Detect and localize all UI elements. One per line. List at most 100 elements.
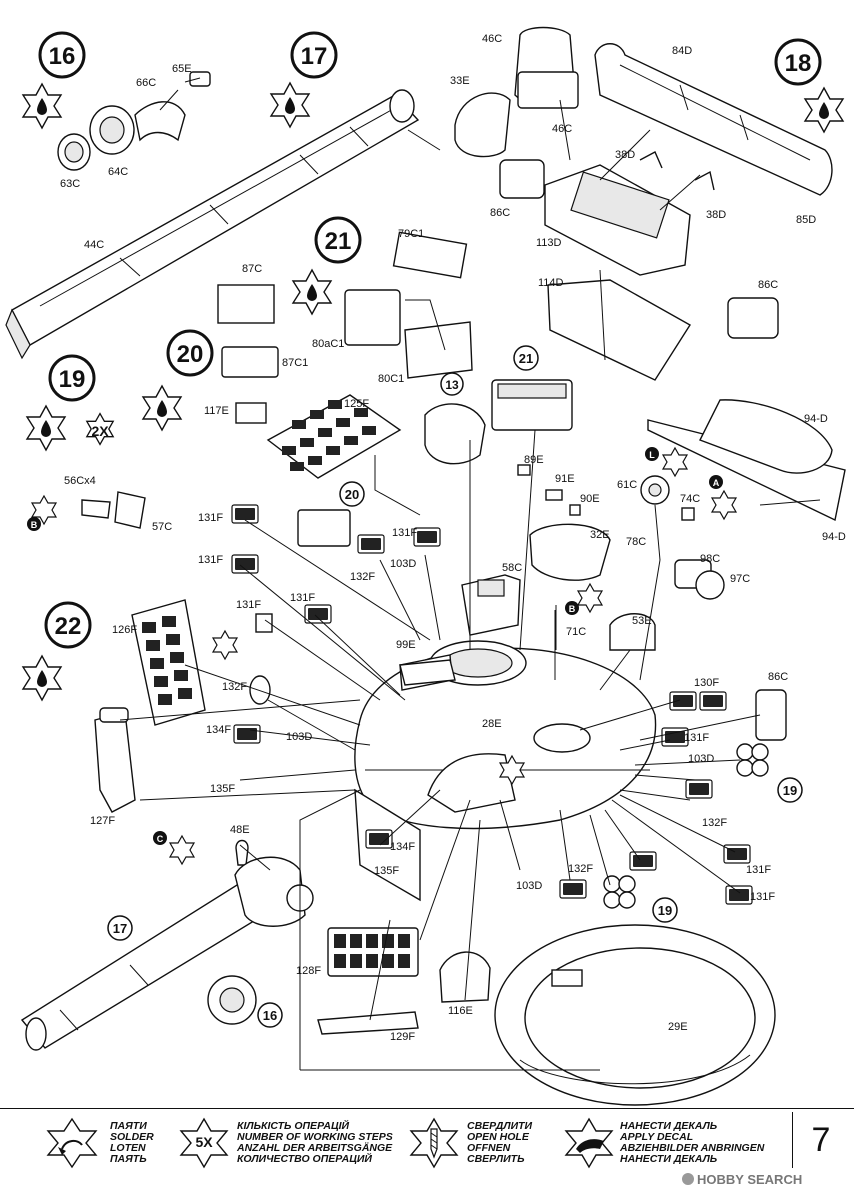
legend-hole: СВЕРДЛИТИ OPEN HOLE OFFNEN СВЕРЛИТЬ: [405, 1115, 550, 1175]
legend-decal-ru: НАНЕСТИ ДЕКАЛЬ: [620, 1153, 718, 1165]
steps-count-icon: [179, 1117, 229, 1169]
step-19-number: 19: [59, 366, 86, 393]
label-86c-a: 86C: [490, 207, 510, 219]
callout-20: 20: [339, 481, 365, 507]
svg-text:13: 13: [445, 378, 459, 392]
label-134f-a: 134F: [206, 724, 231, 736]
svg-text:C: C: [157, 834, 164, 844]
small-parts: [81, 491, 787, 1003]
legend-hole-en: OPEN HOLE: [467, 1131, 529, 1143]
label-91e: 91E: [555, 473, 575, 485]
main-gun-barrel: [20, 856, 314, 1051]
label-80ac1: 80aC1: [312, 338, 344, 350]
label-131f-d: 131F: [290, 592, 315, 604]
legend-solder-uk: ПАЯТИ: [110, 1120, 147, 1132]
label-79c1: 79C1: [398, 228, 424, 240]
label-114d: 114D: [538, 277, 564, 289]
part-labels: 46C 46C 33E 84D 85D 38D 38D 86C 113D 114…: [60, 33, 846, 1043]
label-46c-top: 46C: [482, 33, 502, 45]
parts-right-mid: [461, 464, 725, 651]
callout-19-bottom: 19: [652, 897, 678, 923]
badge-a: A: [709, 475, 737, 520]
label-131f-a: 131F: [198, 512, 223, 524]
svg-text:19: 19: [658, 903, 672, 918]
legend-solder-ru: ПАЯТЬ: [110, 1153, 147, 1165]
parts-step-16: [57, 71, 211, 171]
callout-16: 16: [257, 1002, 283, 1028]
label-132f-c: 132F: [702, 817, 727, 829]
badge-l: L: [645, 447, 688, 477]
parts-step-18: [454, 26, 846, 522]
label-64c: 64C: [108, 166, 128, 178]
solder-icon: [46, 1117, 98, 1169]
callout-17: 17: [107, 915, 133, 941]
label-33e: 33E: [450, 75, 470, 87]
label-85d: 85D: [796, 214, 816, 226]
part-126f-grid: [131, 599, 206, 726]
barrel-44c: [5, 89, 420, 360]
label-131f-e: 131F: [392, 527, 417, 539]
legend-hole-de: OFFNEN: [467, 1142, 511, 1154]
label-128f: 128F: [296, 965, 321, 977]
legend-decal-en: APPLY DECAL: [620, 1131, 694, 1143]
step-21-number: 21: [325, 228, 352, 255]
step-17-badge: 17: [270, 31, 338, 128]
label-125f: 125F: [344, 398, 369, 410]
label-53e: 53E: [632, 615, 652, 627]
label-132f-b: 132F: [222, 681, 247, 693]
label-89e: 89E: [524, 454, 544, 466]
label-131f-c: 131F: [236, 599, 261, 611]
turret-body: [354, 640, 657, 902]
label-130f: 130F: [694, 677, 719, 689]
step-18-number: 18: [785, 50, 812, 77]
step-19-badge: 19 2X: [26, 354, 114, 451]
label-113d: 113D: [536, 237, 562, 249]
svg-text:B: B: [31, 520, 38, 530]
label-87c1: 87C1: [282, 357, 308, 369]
legend-steps-count: 5X: [195, 1134, 213, 1150]
turret-ring-29e: [494, 924, 776, 1106]
label-103d-a: 103D: [390, 558, 416, 570]
label-135f-a: 135F: [210, 783, 235, 795]
leader-lines: [119, 99, 821, 1071]
label-131f-b: 131F: [198, 554, 223, 566]
label-46c-bottom: 46C: [552, 123, 572, 135]
watermark-logo-icon: [682, 1173, 694, 1185]
parts-step-21-20: [217, 231, 573, 465]
label-56cx4: 56Cx4: [64, 475, 96, 487]
watermark-text: HOBBY SEARCH: [697, 1172, 803, 1187]
badge-c: C: [153, 831, 195, 865]
callout-19-right: 19: [777, 777, 803, 803]
label-103d-d: 103D: [516, 880, 542, 892]
label-71c: 71C: [566, 626, 586, 638]
part-128f-grid: [317, 927, 419, 1035]
svg-text:A: A: [713, 478, 720, 488]
watermark: HOBBY SEARCH: [682, 1172, 802, 1187]
legend-hole-uk: СВЕРДЛИТИ: [467, 1120, 533, 1132]
legend-steps-de: ANZAHL DER ARBEITSGÄNGE: [237, 1142, 393, 1154]
label-117e: 117E: [204, 405, 229, 417]
decal-icon: [564, 1117, 614, 1169]
label-28e: 28E: [482, 718, 502, 730]
label-61c: 61C: [617, 479, 637, 491]
legend-steps: 5X КІЛЬКІСТЬ ОПЕРАЦІЙ NUMBER OF WORKING …: [175, 1115, 400, 1175]
label-38d-b: 38D: [706, 209, 726, 221]
step-16-number: 16: [49, 43, 76, 70]
part-125f-grid: [266, 394, 402, 479]
label-97c: 97C: [730, 573, 750, 585]
label-103d-b: 103D: [286, 731, 312, 743]
label-131f-f: 131F: [684, 732, 709, 744]
step-21-badge: 21: [292, 216, 362, 315]
legend-decal: НАНЕСТИ ДЕКАЛЬ APPLY DECAL ABZIEHBILDER …: [560, 1115, 790, 1175]
step-17-number: 17: [301, 43, 328, 70]
legend-hole-ru: СВЕРЛИТЬ: [467, 1153, 525, 1165]
label-63c: 63C: [60, 178, 80, 190]
legend-solder-en: SOLDER: [110, 1131, 154, 1143]
svg-text:20: 20: [345, 487, 359, 502]
label-65e: 65E: [172, 63, 192, 75]
times-2-label: 2X: [91, 423, 109, 439]
label-80c1: 80C1: [378, 373, 404, 385]
label-132f-a: 132F: [350, 571, 375, 583]
drill-hole-icon: [409, 1117, 459, 1169]
